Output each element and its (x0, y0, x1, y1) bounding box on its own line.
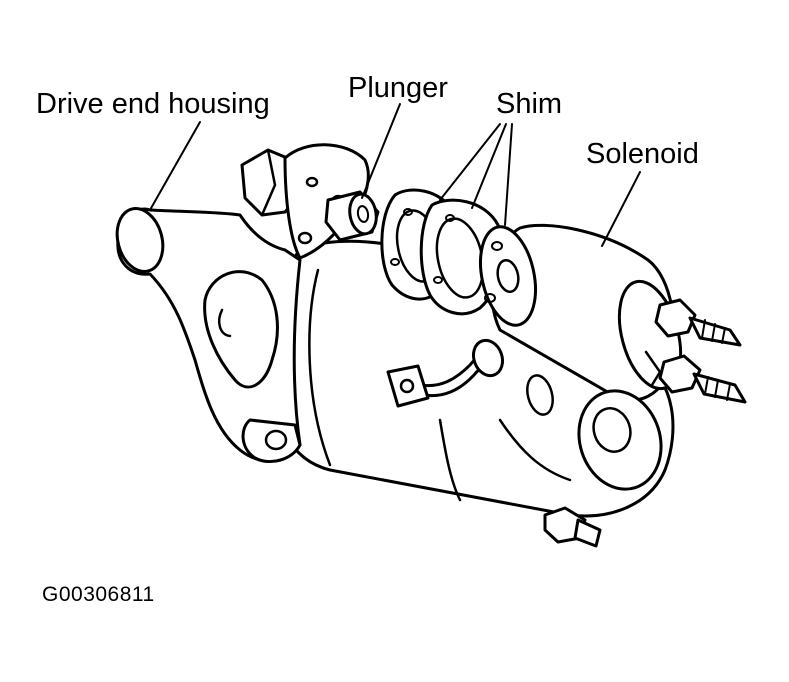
leader-solenoid (601, 171, 641, 247)
leader-shim-1 (439, 123, 501, 201)
plunger (324, 190, 380, 242)
commutator-end (498, 374, 663, 548)
figure-id: G00306811 (42, 583, 155, 606)
leader-shim-2 (471, 123, 507, 209)
label-plunger: Plunger (348, 72, 448, 104)
leader-lines (149, 103, 641, 247)
label-shim: Shim (496, 88, 563, 120)
leader-shim-3 (504, 123, 513, 226)
field-lead (386, 338, 505, 408)
leader-plunger (361, 103, 401, 199)
solenoid (479, 223, 747, 404)
label-solenoid: Solenoid (586, 138, 699, 170)
leader-drive-end-housing (149, 121, 201, 211)
label-drive-end-housing: Drive end housing (36, 88, 270, 120)
shim-rings (380, 188, 504, 316)
